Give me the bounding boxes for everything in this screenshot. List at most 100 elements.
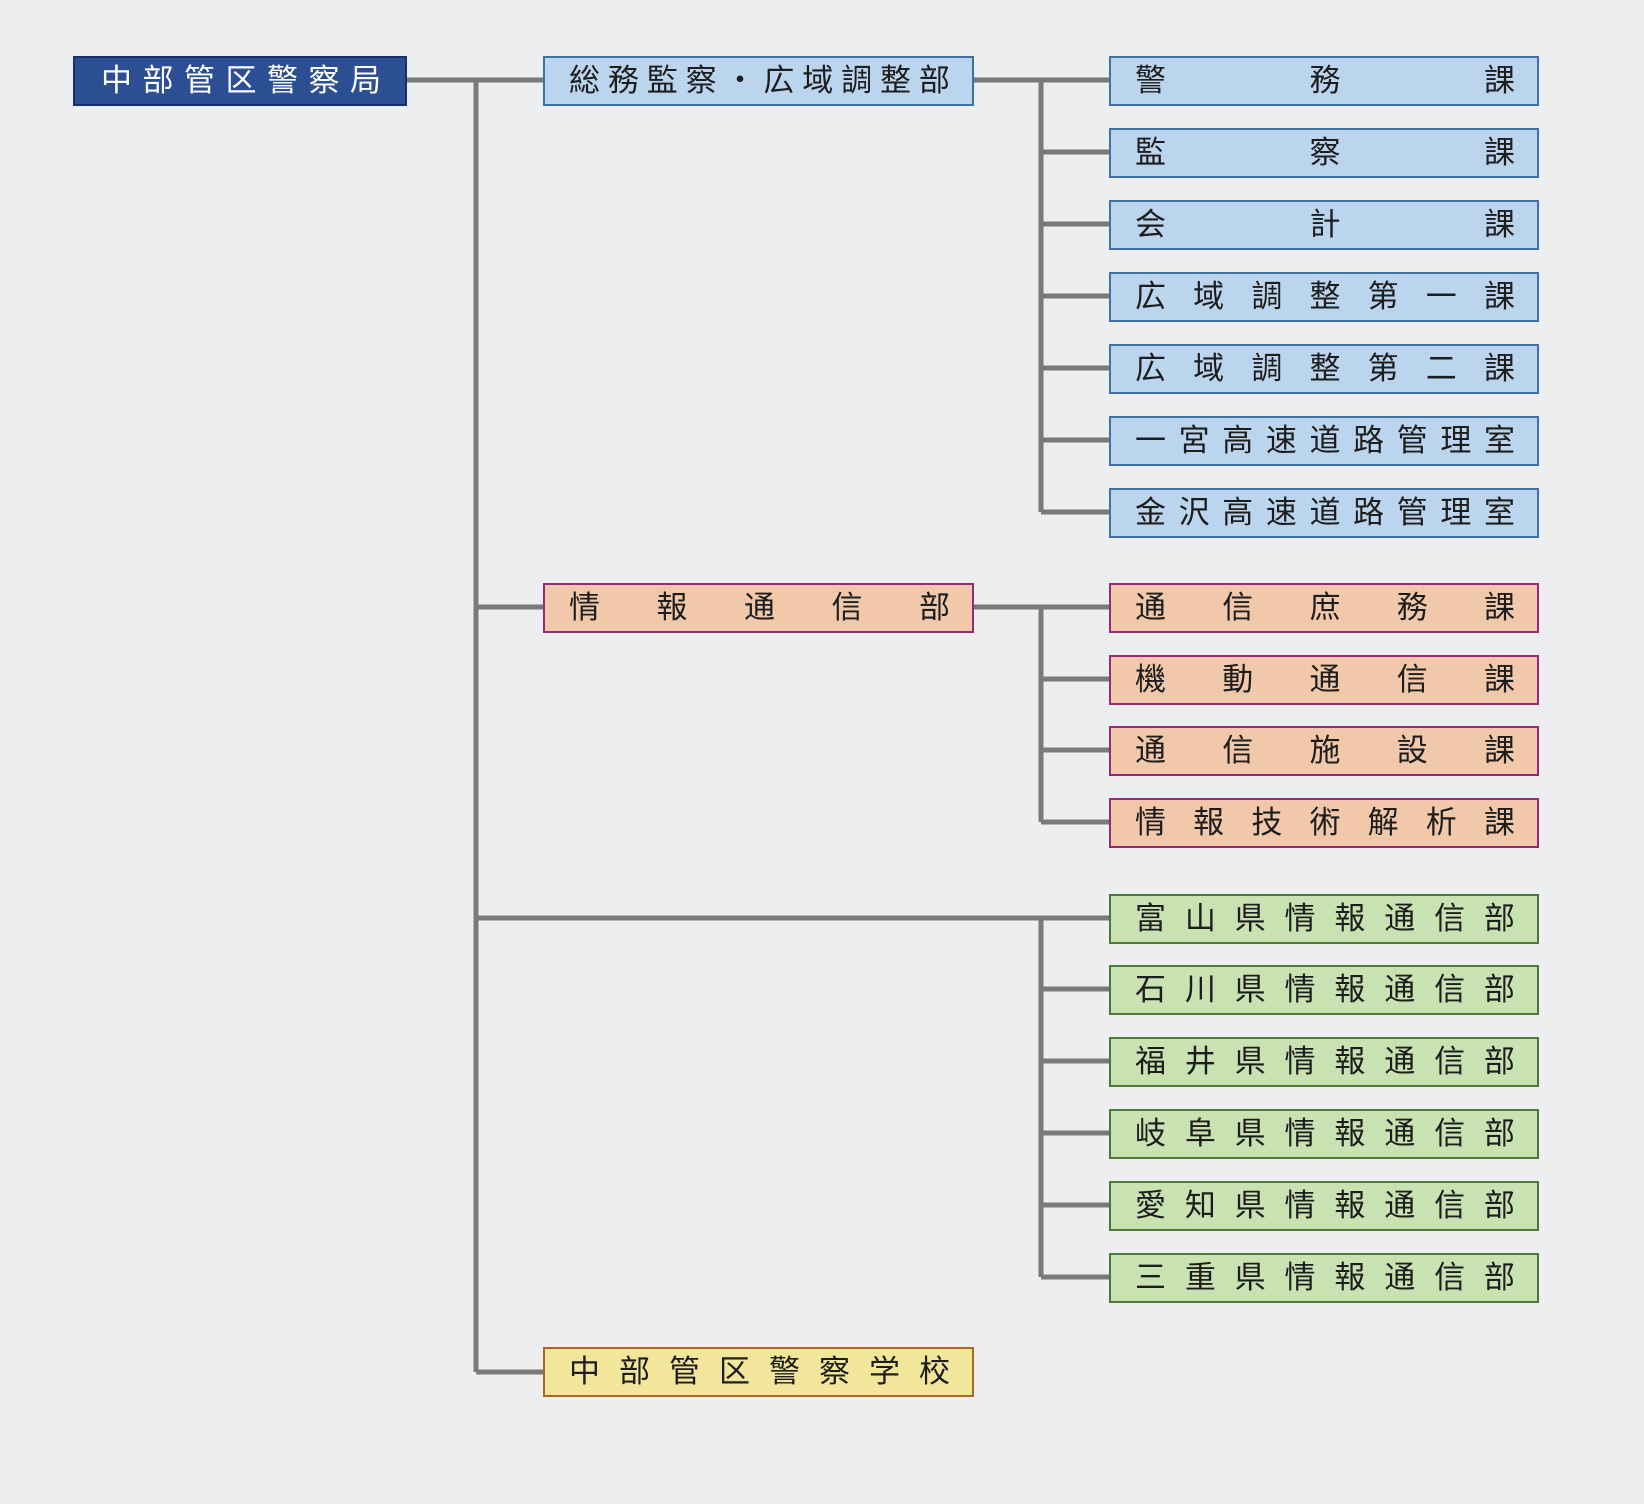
label-char: 察 [819, 1353, 850, 1390]
label-char: 課 [1484, 62, 1515, 99]
label-char: 課 [1484, 661, 1515, 698]
label-char: 報 [656, 589, 688, 626]
label-char: 務 [1309, 62, 1341, 99]
label-char: 第 [1367, 278, 1399, 315]
label-char: 山 [1184, 900, 1216, 937]
label-char: 理 [1440, 422, 1472, 459]
label-char: 務 [1396, 589, 1428, 626]
label-char: 三 [1135, 1259, 1166, 1296]
section-box: 警務課 [1109, 56, 1539, 106]
section-box: 金沢高速道路管理室 [1109, 488, 1539, 538]
label-char: 一 [1135, 422, 1166, 459]
label-char: 一 [1425, 278, 1457, 315]
label-char: 県 [1234, 1043, 1266, 1080]
label-char: 管 [184, 62, 215, 99]
label-char: 第 [1367, 350, 1399, 387]
label-char: 校 [919, 1353, 950, 1390]
label-char: 信 [1434, 900, 1466, 937]
label-char: 信 [831, 589, 863, 626]
section-box: 広域調整第二課 [1109, 344, 1539, 394]
label-char: 信 [1434, 1187, 1466, 1224]
label-char: 整 [880, 62, 911, 99]
label-char: 課 [1484, 134, 1515, 171]
label-char: 報 [1334, 1259, 1366, 1296]
label-char: 総 [569, 62, 600, 99]
label-char: 部 [919, 589, 950, 626]
label-char: 室 [1484, 494, 1515, 531]
label-char: 管 [669, 1353, 700, 1390]
label-char: 情 [1284, 971, 1316, 1008]
label-char: 警 [267, 62, 298, 99]
label-char: 課 [1484, 589, 1515, 626]
label-char: 報 [1334, 1115, 1366, 1152]
label-char: 解 [1367, 804, 1399, 841]
label-char: 中 [101, 62, 132, 99]
label-char: 課 [1483, 804, 1515, 841]
label-char: 技 [1251, 804, 1283, 841]
label-char: 信 [1434, 1043, 1466, 1080]
label-char: 部 [1483, 1115, 1515, 1152]
label-char: 金 [1135, 494, 1166, 531]
label-char: ・ [724, 62, 756, 99]
dept-box-soumu: 総務監察・広域調整部 [543, 56, 974, 106]
label-char: 情 [1135, 804, 1166, 841]
label-char: 部 [1483, 1187, 1515, 1224]
label-char: 情 [1284, 1115, 1316, 1152]
label-char: 施 [1309, 732, 1341, 769]
label-char: 福 [1135, 1043, 1166, 1080]
label-char: 課 [1484, 206, 1515, 243]
label-char: 管 [1396, 422, 1428, 459]
label-char: 情 [1284, 1043, 1316, 1080]
label-char: 課 [1483, 350, 1515, 387]
label-char: 富 [1135, 900, 1166, 937]
label-char: 川 [1184, 971, 1216, 1008]
label-char: 信 [1222, 732, 1254, 769]
label-char: 速 [1265, 494, 1297, 531]
label-char: 会 [1135, 206, 1166, 243]
label-char: 岐 [1135, 1115, 1166, 1152]
label-char: 通 [1135, 589, 1166, 626]
label-char: 調 [1251, 350, 1283, 387]
label-char: 通 [1384, 1115, 1416, 1152]
label-char: 学 [869, 1353, 900, 1390]
label-char: 域 [802, 62, 834, 99]
label-char: 動 [1222, 661, 1254, 698]
label-char: 報 [1334, 971, 1366, 1008]
label-char: 信 [1222, 589, 1254, 626]
label-char: 務 [607, 62, 639, 99]
label-char: 域 [1193, 278, 1225, 315]
label-char: 愛 [1135, 1187, 1166, 1224]
label-char: 察 [308, 62, 340, 99]
label-char: 情 [1284, 1259, 1316, 1296]
label-char: 警 [769, 1353, 800, 1390]
section-box: 富山県情報通信部 [1109, 894, 1539, 944]
label-char: 信 [1396, 661, 1428, 698]
section-box: 監察課 [1109, 128, 1539, 178]
label-char: 域 [1193, 350, 1225, 387]
label-char: 監 [1135, 134, 1166, 171]
label-char: 信 [1434, 1259, 1466, 1296]
label-char: 術 [1309, 804, 1341, 841]
label-char: 局 [350, 62, 381, 99]
label-char: 広 [763, 62, 795, 99]
label-char: 報 [1193, 804, 1225, 841]
label-char: 情 [1284, 900, 1316, 937]
label-char: 路 [1353, 494, 1385, 531]
label-char: 区 [719, 1353, 750, 1390]
label-char: 道 [1309, 422, 1341, 459]
label-char: 通 [1384, 971, 1416, 1008]
label-char: 二 [1425, 350, 1457, 387]
section-box: 機動通信課 [1109, 655, 1539, 705]
label-char: 阜 [1184, 1115, 1216, 1152]
label-char: 通 [1384, 1043, 1416, 1080]
label-char: 県 [1234, 1115, 1266, 1152]
label-char: 整 [1309, 350, 1341, 387]
section-box: 福井県情報通信部 [1109, 1037, 1539, 1087]
section-box: 一宮高速道路管理室 [1109, 416, 1539, 466]
label-char: 県 [1234, 971, 1266, 1008]
label-char: 庶 [1309, 589, 1341, 626]
label-char: 広 [1135, 278, 1166, 315]
section-box: 通信庶務課 [1109, 583, 1539, 633]
